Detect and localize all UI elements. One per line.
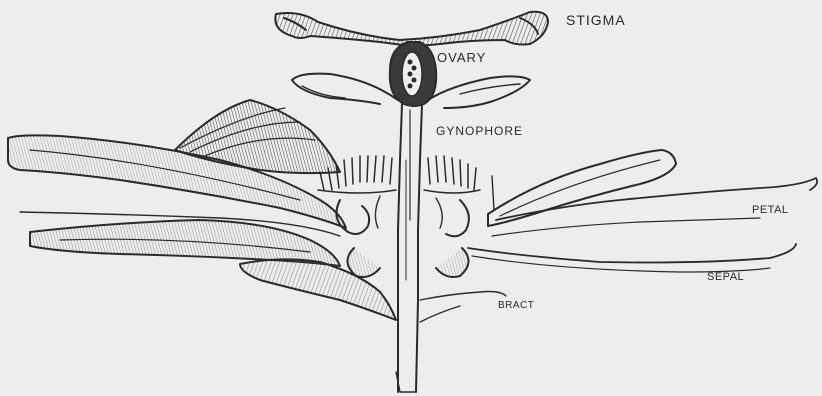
sepal-label: SEPAL [707,271,744,283]
stigma-shape [275,12,548,46]
right-sepal [468,176,796,272]
stigma-label: STIGMA [566,12,626,28]
bract-label: BRACT [498,300,534,311]
right-petal [488,150,817,236]
gynophore-label: GYNOPHORE [436,124,523,138]
ovary-label: OVARY [437,50,486,65]
gynophore-stalk [398,104,422,392]
petal-label: PETAL [752,204,789,216]
inner-petal-claws [336,196,468,277]
ovary-shape [390,42,436,106]
